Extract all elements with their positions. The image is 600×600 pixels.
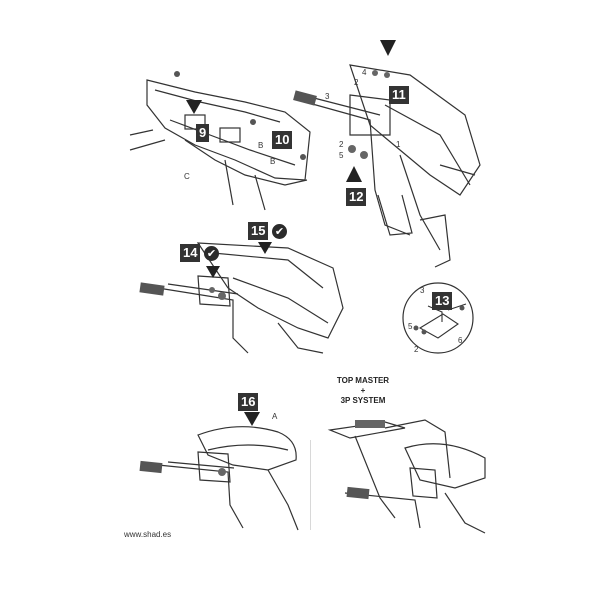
diagram-step-11-12: [293, 64, 481, 268]
up-arrow-icon: [346, 166, 362, 182]
step-badge-13: 13: [432, 292, 453, 310]
caption-top-master: TOP MASTER + 3P SYSTEM: [328, 376, 398, 406]
down-arrow-icon: [186, 100, 202, 114]
label-b-lower: B: [270, 157, 276, 166]
check-icon: ✔: [272, 224, 287, 239]
caption-line-2: +: [360, 386, 366, 395]
label-5-mid: 5: [339, 151, 344, 160]
diagram-step-16: [139, 426, 299, 531]
down-arrow-icon: [258, 242, 272, 254]
check-icon: ✔: [204, 246, 219, 261]
down-arrow-icon: [244, 412, 260, 426]
label-c: C: [184, 172, 190, 181]
divider: [310, 440, 311, 530]
down-arrow-icon: [380, 40, 396, 56]
label-3-inset: 3: [420, 286, 425, 295]
label-a: A: [272, 412, 278, 421]
label-3-top: 3: [325, 92, 330, 101]
step-badge-10: 10: [272, 131, 293, 149]
step-badge-14: 14: [180, 244, 201, 262]
label-6-inset: 6: [458, 336, 463, 345]
step-badge-15: 15: [248, 222, 269, 240]
diagram-step-9-10: [129, 71, 311, 211]
down-arrow-icon: [206, 266, 220, 278]
caption-line-1: TOP MASTER: [336, 376, 390, 385]
website-url: www.shad.es: [124, 530, 172, 539]
label-2-mid: 2: [339, 140, 344, 149]
diagram-step-14-15: [139, 242, 344, 354]
caption-line-3: 3P SYSTEM: [340, 396, 386, 405]
step-badge-16: 16: [238, 393, 259, 411]
label-1: 1: [396, 140, 401, 149]
label-b-upper: B: [258, 141, 264, 150]
label-2-top: 2: [354, 78, 359, 87]
diagram-top-master-3p: [327, 419, 486, 534]
label-2-inset: 2: [414, 345, 419, 354]
step-badge-9: 9: [196, 124, 210, 142]
step-badge-11: 11: [389, 86, 409, 104]
step-badge-12: 12: [346, 188, 367, 206]
label-4: 4: [362, 68, 367, 77]
label-5-inset: 5: [408, 322, 413, 331]
